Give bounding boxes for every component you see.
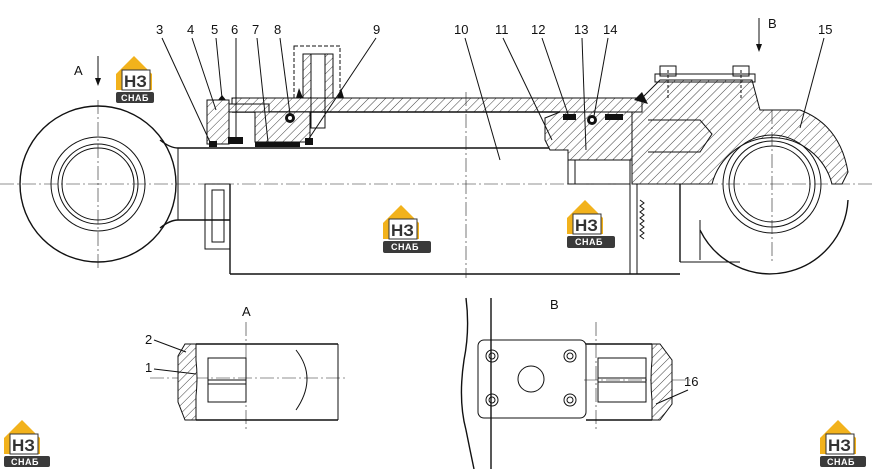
callout-10: 10 [454,22,468,37]
cylinder-body [204,183,681,275]
detail-view-b: B 16 [460,297,698,469]
view-a-marker: A [74,63,83,78]
watermark-logo: НЗ СНАБ [383,205,431,253]
callout-12: 12 [531,22,545,37]
callout-15: 15 [818,22,832,37]
piston-section [544,111,633,185]
svg-text:НЗ: НЗ [575,216,598,235]
svg-text:НЗ: НЗ [828,436,851,455]
svg-text:СНАБ: СНАБ [391,242,419,252]
detail-view-a: A 2 1 [145,304,345,432]
detail-a-title: A [242,304,251,319]
cylinder-tube-section [231,97,643,113]
watermark-logo: НЗ СНАБ [567,200,615,248]
callout-1: 1 [145,360,152,375]
view-arrow-b: B [756,16,777,52]
callout-11: 11 [495,22,509,37]
svg-text:НЗ: НЗ [391,221,414,240]
callout-14: 14 [603,22,617,37]
main-section-view: A B 3 4 5 6 7 8 9 10 11 [0,16,873,278]
view-arrow-a: A [74,56,101,86]
cylinder-cap-section [631,65,849,185]
callout-4: 4 [187,22,194,37]
callout-7: 7 [252,22,259,37]
watermark-logo: НЗ СНАБ [116,56,154,103]
svg-text:НЗ: НЗ [12,436,35,455]
svg-text:СНАБ: СНАБ [575,237,603,247]
callout-5: 5 [211,22,218,37]
watermark-logo: НЗ СНАБ [820,420,866,467]
callout-3: 3 [156,22,163,37]
callout-6: 6 [231,22,238,37]
callouts: 3 4 5 6 7 8 9 10 11 12 13 14 15 [156,22,832,161]
callout-13: 13 [574,22,588,37]
svg-text:НЗ: НЗ [124,72,147,91]
oil-port [293,45,344,129]
callout-8: 8 [274,22,281,37]
watermark-logo: НЗ СНАБ [4,420,50,467]
svg-text:СНАБ: СНАБ [121,93,149,103]
callout-2: 2 [145,332,152,347]
callout-16: 16 [684,374,698,389]
callout-9: 9 [373,22,380,37]
gland-section [206,95,313,147]
svg-text:СНАБ: СНАБ [827,457,855,467]
detail-b-title: B [550,297,559,312]
view-b-marker: B [768,16,777,31]
svg-text:СНАБ: СНАБ [11,457,39,467]
